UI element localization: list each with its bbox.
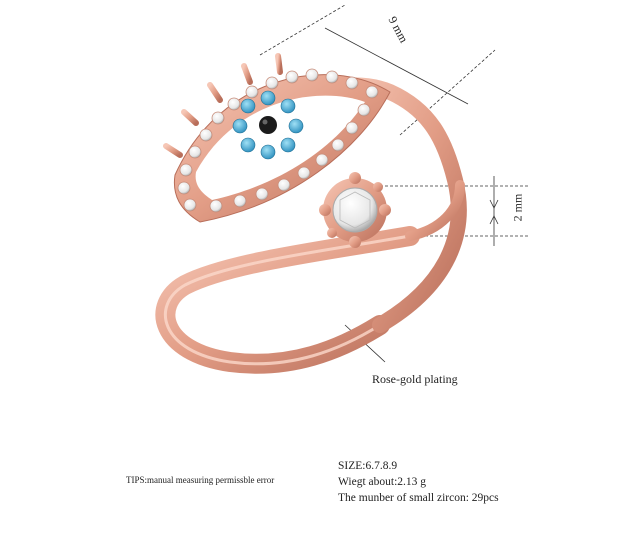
spec-size: SIZE:6.7.8.9: [338, 460, 398, 472]
tips-note: TIPS:manual measuring permissble error: [126, 475, 275, 485]
solitaire-setting: [319, 172, 391, 248]
spec-weight: Wiegt about:2.13 g: [338, 476, 427, 488]
spec-zircon-count: The munber of small zircon: 29pcs: [338, 492, 499, 504]
pupil-stone: [259, 116, 277, 134]
dimension-lines: [259, 4, 528, 363]
stone-dimension-label: 2 mm: [510, 193, 525, 222]
plating-callout: Rose-gold plating: [372, 372, 458, 386]
spec-list: SIZE:6.7.8.9 Wiegt about:2.13 g The munb…: [338, 458, 499, 506]
evil-eye-charm: [163, 53, 391, 223]
